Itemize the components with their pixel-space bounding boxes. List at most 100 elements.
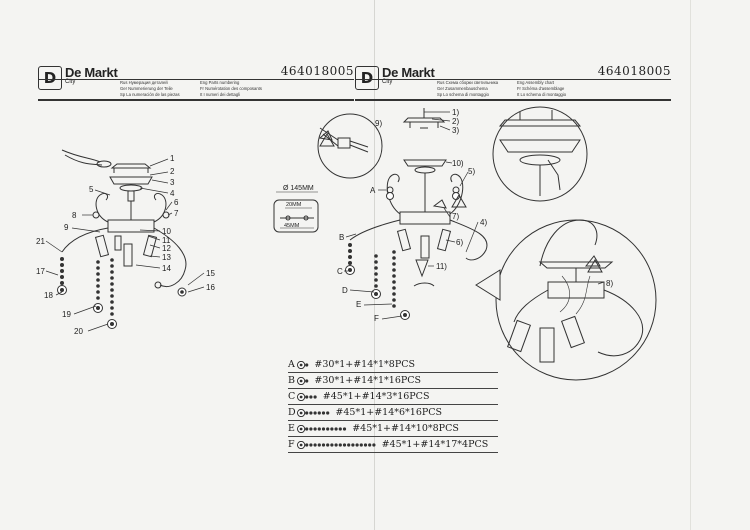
- step-label: 10): [452, 159, 464, 168]
- kit-letter: B: [288, 375, 295, 386]
- part-letter: E: [356, 300, 361, 309]
- right-leader-lines: [344, 111, 605, 320]
- lang-label: Ger Nummerierung der Teile: [120, 86, 173, 91]
- kit-row: D #45*1+#14*6*16PCS: [288, 405, 498, 421]
- chain-bead: [359, 443, 363, 447]
- header-rule: [38, 79, 354, 80]
- brand-name: De Markt: [65, 65, 118, 80]
- chain-bead: [309, 395, 313, 399]
- chain-bead: [321, 411, 326, 415]
- chain-bead: [305, 411, 309, 415]
- chain-bead: [338, 443, 342, 447]
- callout-number: 16: [206, 283, 215, 292]
- callout-number: 13: [162, 253, 171, 262]
- page-edge: [690, 0, 691, 530]
- chain-bead: [305, 395, 309, 399]
- kit-letter: A: [288, 359, 295, 370]
- kit-spec: #45*1+#14*10*8PCS: [352, 423, 459, 434]
- callout-number: 19: [62, 310, 71, 319]
- chain-bead: [330, 443, 334, 447]
- step-label: 7): [452, 212, 459, 221]
- kit-bead-strand: [297, 377, 309, 385]
- callout-number: 4: [170, 189, 175, 198]
- page-fold: [374, 0, 375, 530]
- kit-letter: F: [288, 439, 295, 450]
- callout-number: 3: [170, 178, 175, 187]
- chain-bead: [326, 411, 330, 415]
- step-label: 9): [375, 119, 382, 128]
- wire-detail-inset: [317, 113, 383, 179]
- header-rule-bottom: [38, 99, 354, 101]
- warning-icon: [451, 194, 467, 208]
- part-letter: F: [374, 314, 379, 323]
- callout-number: 14: [162, 264, 171, 273]
- chain-bead: [321, 443, 326, 447]
- logo-mark: D: [38, 66, 62, 90]
- step-label: 6): [456, 238, 463, 247]
- brand-sub: City: [382, 79, 393, 85]
- kit-bead-strand: [297, 393, 317, 401]
- callout-number: 17: [36, 267, 45, 276]
- chain-bead: [342, 427, 347, 431]
- dimension-label: 45MM: [284, 223, 300, 229]
- kit-row: E #45*1+#14*10*8PCS: [288, 421, 498, 437]
- callout-number: 6: [174, 198, 179, 207]
- logo-mark: D: [355, 66, 379, 90]
- dimension-label: 20MM: [286, 202, 302, 208]
- bracket-dimension-inset: [273, 191, 319, 233]
- lang-label: Eng Parts numbering: [200, 80, 240, 85]
- callout-number: 21: [36, 237, 45, 246]
- chain-bead: [309, 443, 313, 447]
- chain-bead: [334, 443, 338, 447]
- chain-bead: [305, 427, 309, 431]
- chain-bead: [313, 411, 317, 415]
- kit-letter: C: [288, 391, 296, 402]
- lang-label: Eng Assembly chart: [517, 80, 555, 85]
- kit-bead-strand: [297, 409, 330, 417]
- right-part-letters: A B C D E F: [337, 186, 379, 323]
- chain-bead: [305, 379, 309, 383]
- brand-logo: D De Markt: [355, 66, 435, 90]
- lang-label: Ger Zusammenbauschema: [437, 86, 488, 91]
- chain-bead: [372, 443, 376, 447]
- right-article-code: 464018005: [597, 64, 671, 78]
- part-letter: B: [339, 233, 344, 242]
- pendant-bead-core: [299, 379, 303, 383]
- kit-row: F #45*1+#14*17*4PCS: [288, 437, 498, 453]
- kit-letter: E: [288, 423, 295, 434]
- callout-number: 12: [162, 244, 171, 253]
- bead-kit-list: A #30*1+#14*1*8PCS B #30*1+#14*1*16PCS C…: [288, 357, 498, 453]
- parts-exploded-view: [57, 149, 187, 329]
- right-step-labels: 1) 2) 3) 4) 5) 6) 7) 8) 9) 10) 11): [375, 108, 613, 288]
- left-callout-numbers: 1 2 3 4 5 6 7 8 9 10 11 12 13 14 15 16 1…: [36, 154, 215, 336]
- callout-number: 11: [162, 236, 171, 245]
- chain-bead: [305, 443, 309, 447]
- kit-spec: #45*1+#14*17*4PCS: [381, 439, 489, 450]
- chain-bead: [317, 427, 321, 431]
- header-rule: [355, 79, 671, 80]
- pendant-bead-core: [299, 411, 303, 415]
- kit-letter: D: [288, 407, 296, 418]
- chain-bead: [309, 411, 313, 415]
- brand-logo: D De Markt: [38, 66, 118, 90]
- step-label: 1): [452, 108, 459, 117]
- header-rule-bottom: [355, 99, 671, 101]
- left-header: D De Markt City 464018005 Rus Нумерация …: [38, 64, 354, 102]
- chain-bead: [326, 443, 330, 447]
- chain-bead: [330, 427, 334, 431]
- kit-spec: #45*1+#14*6*16PCS: [335, 407, 443, 418]
- kit-row: A #30*1+#14*1*8PCS: [288, 357, 498, 373]
- brand-sub: City: [65, 79, 76, 85]
- callout-number: 15: [206, 269, 215, 278]
- chain-bead: [313, 443, 317, 447]
- lang-label: It I numeri dei dettagli: [200, 92, 241, 97]
- chain-bead: [368, 443, 372, 447]
- chain-bead: [347, 443, 351, 447]
- step-label: 3): [452, 126, 459, 135]
- chain-bead: [342, 443, 347, 447]
- pendant-bead-core: [299, 427, 303, 431]
- lang-label: Fr Schéma d'assemblage: [517, 86, 565, 91]
- canopy-detail-inset: [492, 106, 588, 202]
- lang-label: Rus Схема сборки светильника: [437, 80, 499, 85]
- assembly-main-view: [345, 108, 488, 320]
